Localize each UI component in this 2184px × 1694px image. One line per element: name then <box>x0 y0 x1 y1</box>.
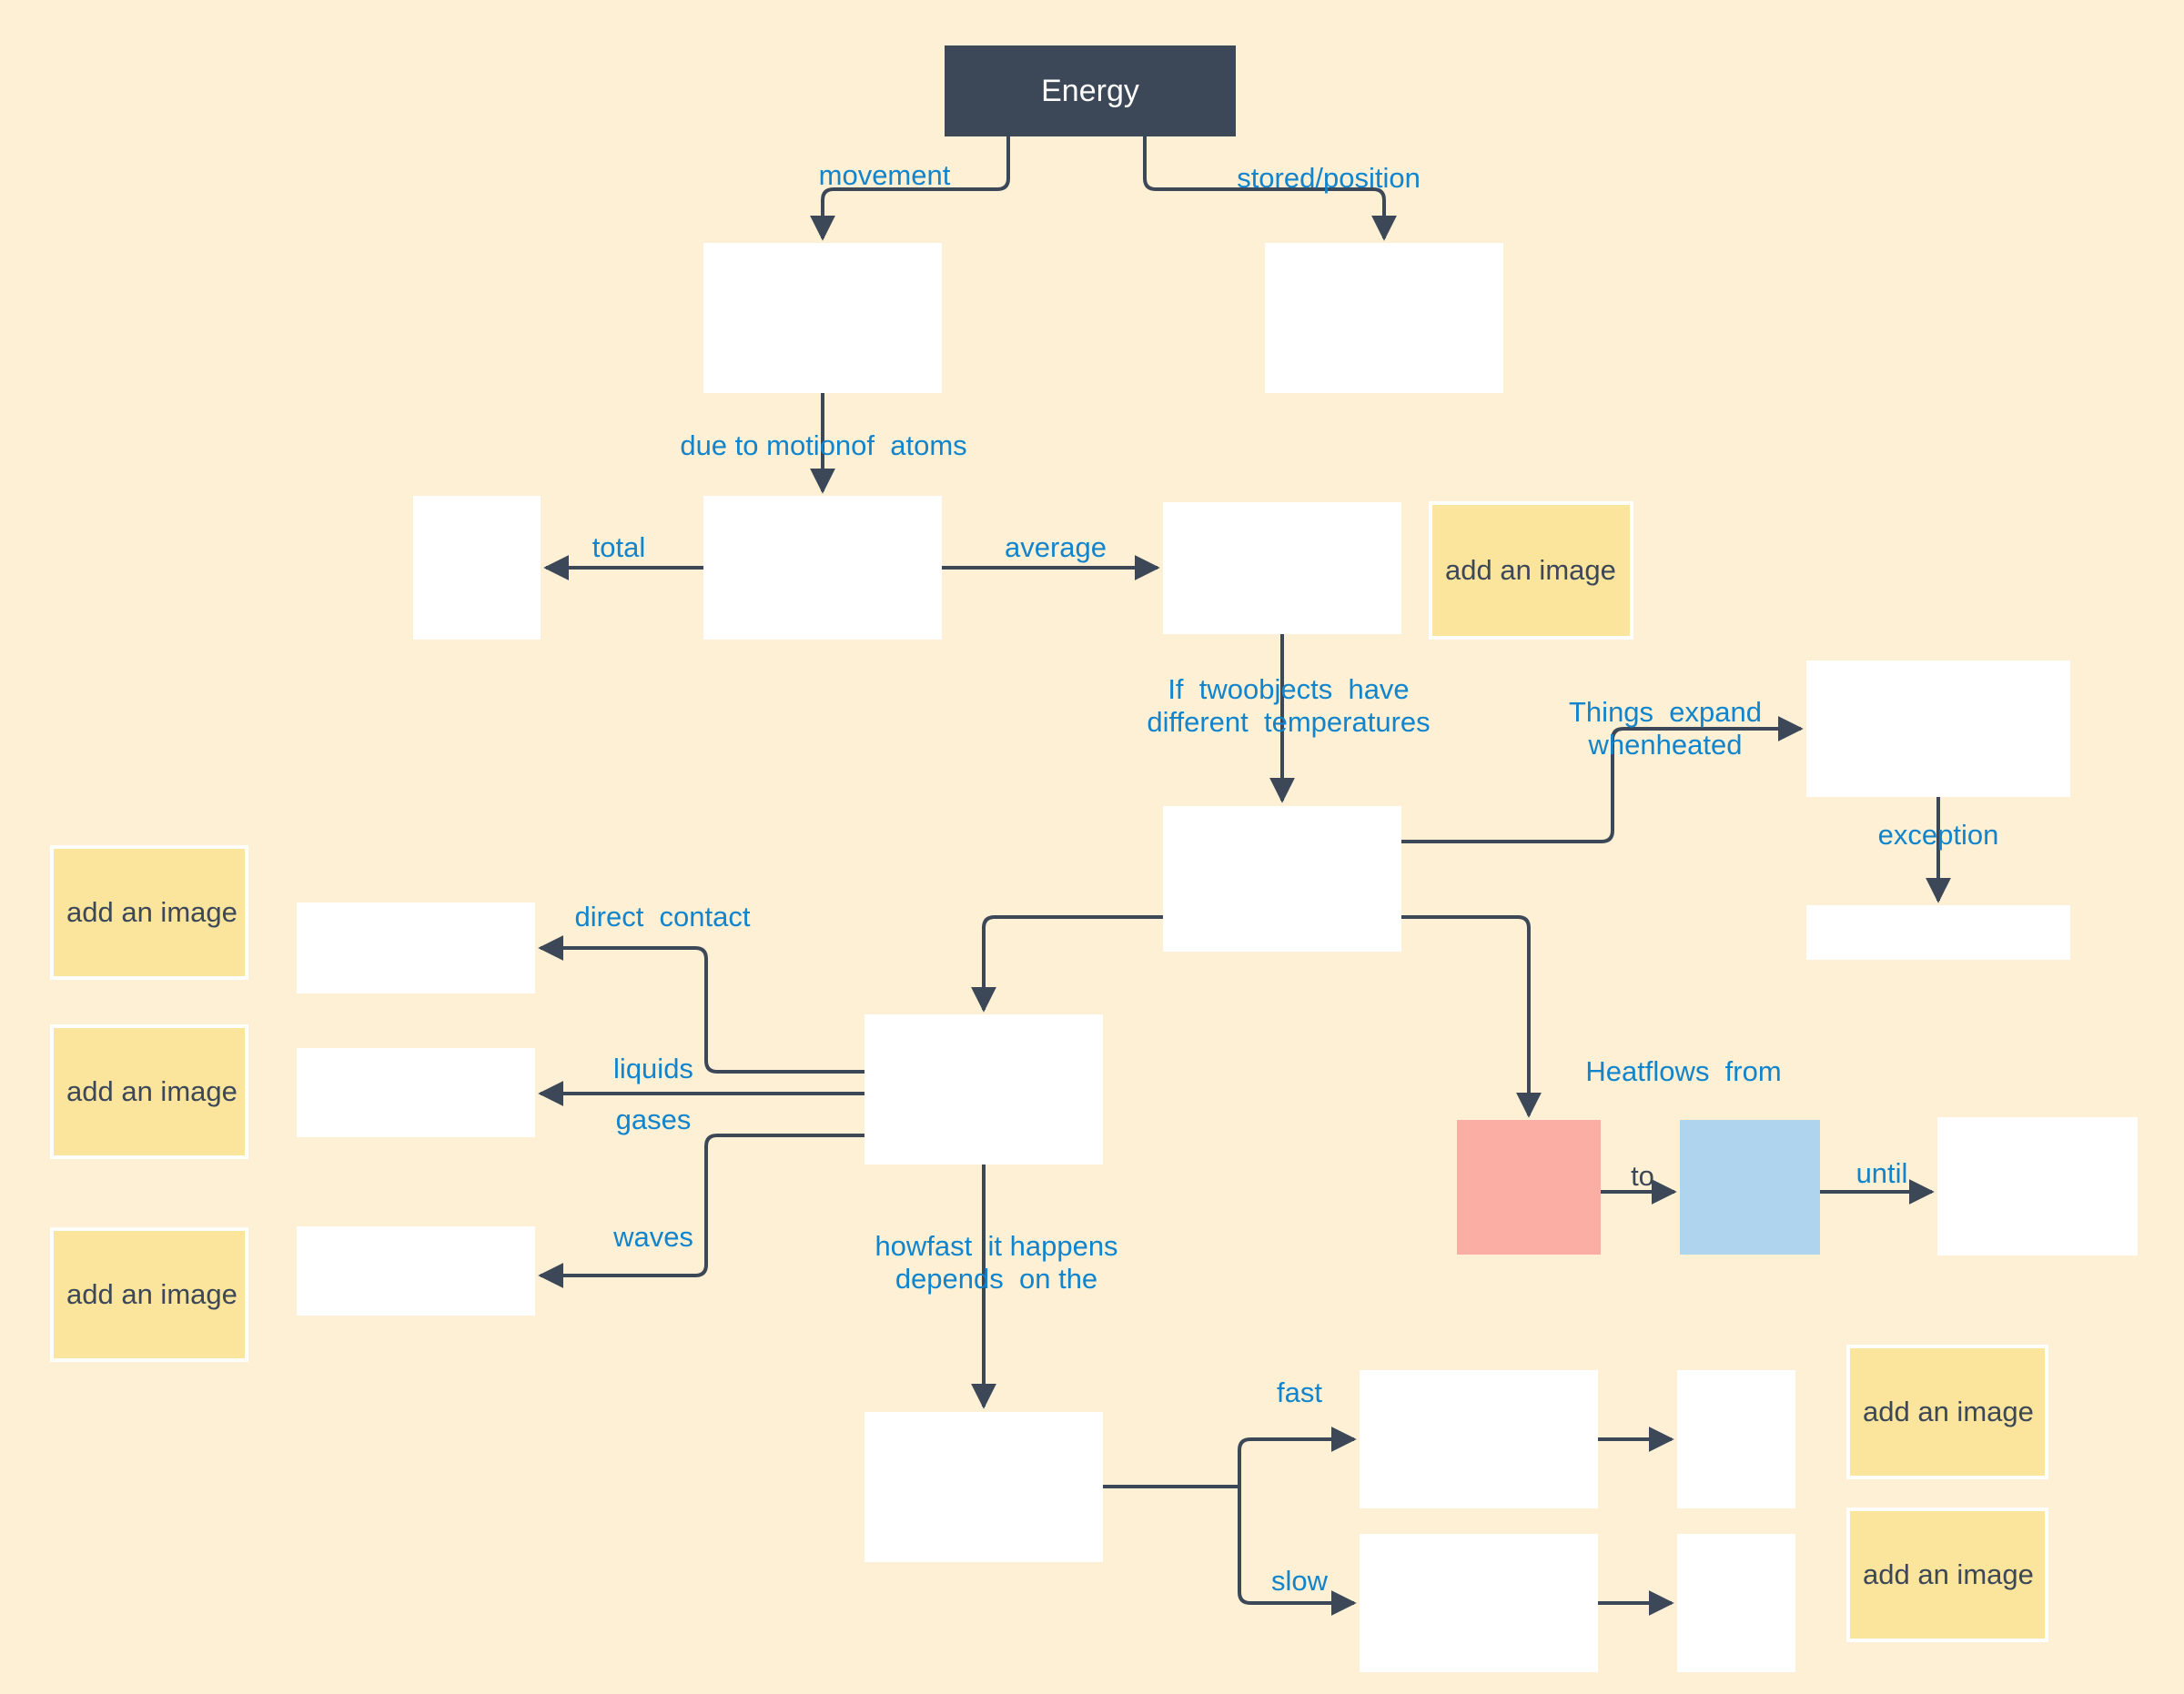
edge-label-exception[interactable]: exception <box>1877 819 1999 851</box>
node-equilibrium[interactable] <box>1937 1117 2138 1255</box>
edge-label-movement[interactable]: movement <box>818 159 951 191</box>
node-insulator-ex[interactable] <box>1677 1534 1795 1672</box>
node-heat[interactable] <box>1163 806 1401 952</box>
node-total-energy[interactable] <box>413 496 541 640</box>
node-expansion[interactable] <box>1806 660 2070 797</box>
node-img-right-2[interactable]: add an image <box>1846 1507 2048 1642</box>
edge-label-things-expand[interactable]: Things expand whenheated <box>1569 696 1762 761</box>
node-convection[interactable] <box>297 1048 535 1137</box>
edge-label-gases[interactable]: gases <box>615 1104 692 1135</box>
node-hot-object[interactable] <box>1457 1120 1601 1255</box>
node-label: add an image <box>1863 1396 2034 1427</box>
node-transfer[interactable] <box>864 1014 1103 1165</box>
node-label: add an image <box>1445 554 1616 586</box>
node-insulator[interactable] <box>1360 1534 1598 1672</box>
edge-heat-to-hot-object <box>1401 915 1542 1118</box>
node-label: add an image <box>1863 1558 2034 1590</box>
node-label: add an image <box>66 896 238 928</box>
edge-material-to-conductor <box>1238 1427 1357 1487</box>
edge-heat-to-transfer <box>971 915 1163 1013</box>
node-conductor-ex[interactable] <box>1677 1370 1795 1508</box>
edge-label-fast[interactable]: fast <box>1277 1376 1322 1408</box>
node-img-top[interactable]: add an image <box>1429 501 1633 640</box>
node-cold-object[interactable] <box>1680 1120 1820 1255</box>
edge-label-due-to-motion[interactable]: due to motionof atoms <box>680 429 967 461</box>
edge-label-stored-position[interactable]: stored/position <box>1237 162 1421 194</box>
edge-label-waves[interactable]: waves <box>613 1221 693 1253</box>
node-radiation[interactable] <box>297 1226 535 1316</box>
node-img-left-3[interactable]: add an image <box>50 1227 248 1362</box>
edge-label-liquids[interactable]: liquids <box>613 1053 693 1084</box>
node-exception-node[interactable] <box>1806 905 2070 960</box>
node-img-left-1[interactable]: add an image <box>50 845 248 980</box>
edge-label-direct-contact[interactable]: direct contact <box>574 901 751 933</box>
edge-label-total[interactable]: total <box>592 531 646 563</box>
node-img-right-1[interactable]: add an image <box>1846 1345 2048 1479</box>
node-label: add an image <box>66 1278 238 1310</box>
node-root[interactable]: Energy <box>945 45 1236 136</box>
edge-label-until[interactable]: until <box>1855 1157 1908 1189</box>
node-img-left-2[interactable]: add an image <box>50 1024 248 1159</box>
node-temperature[interactable] <box>1163 502 1401 634</box>
node-conductor[interactable] <box>1360 1370 1598 1508</box>
edge-label-average[interactable]: average <box>1004 531 1107 563</box>
node-kinetic[interactable] <box>703 243 942 393</box>
edge-label-how-fast[interactable]: howfast it happens depends on the <box>875 1230 1118 1295</box>
edge-label-slow[interactable]: slow <box>1270 1565 1328 1597</box>
node-potential[interactable] <box>1265 243 1503 393</box>
node-conduction[interactable] <box>297 902 535 993</box>
edge-label-heat-flows-from[interactable]: Heatflows from <box>1585 1055 1782 1087</box>
node-thermal[interactable] <box>703 496 942 640</box>
edge-label-if-two-objects[interactable]: If twoobjects have different temperature… <box>1147 673 1431 738</box>
node-label: add an image <box>66 1075 238 1107</box>
edge-transfer-to-radiation <box>538 1134 864 1288</box>
edge-label-to[interactable]: to <box>1631 1160 1654 1192</box>
node-material[interactable] <box>864 1412 1103 1562</box>
node-label: Energy <box>1041 73 1139 108</box>
